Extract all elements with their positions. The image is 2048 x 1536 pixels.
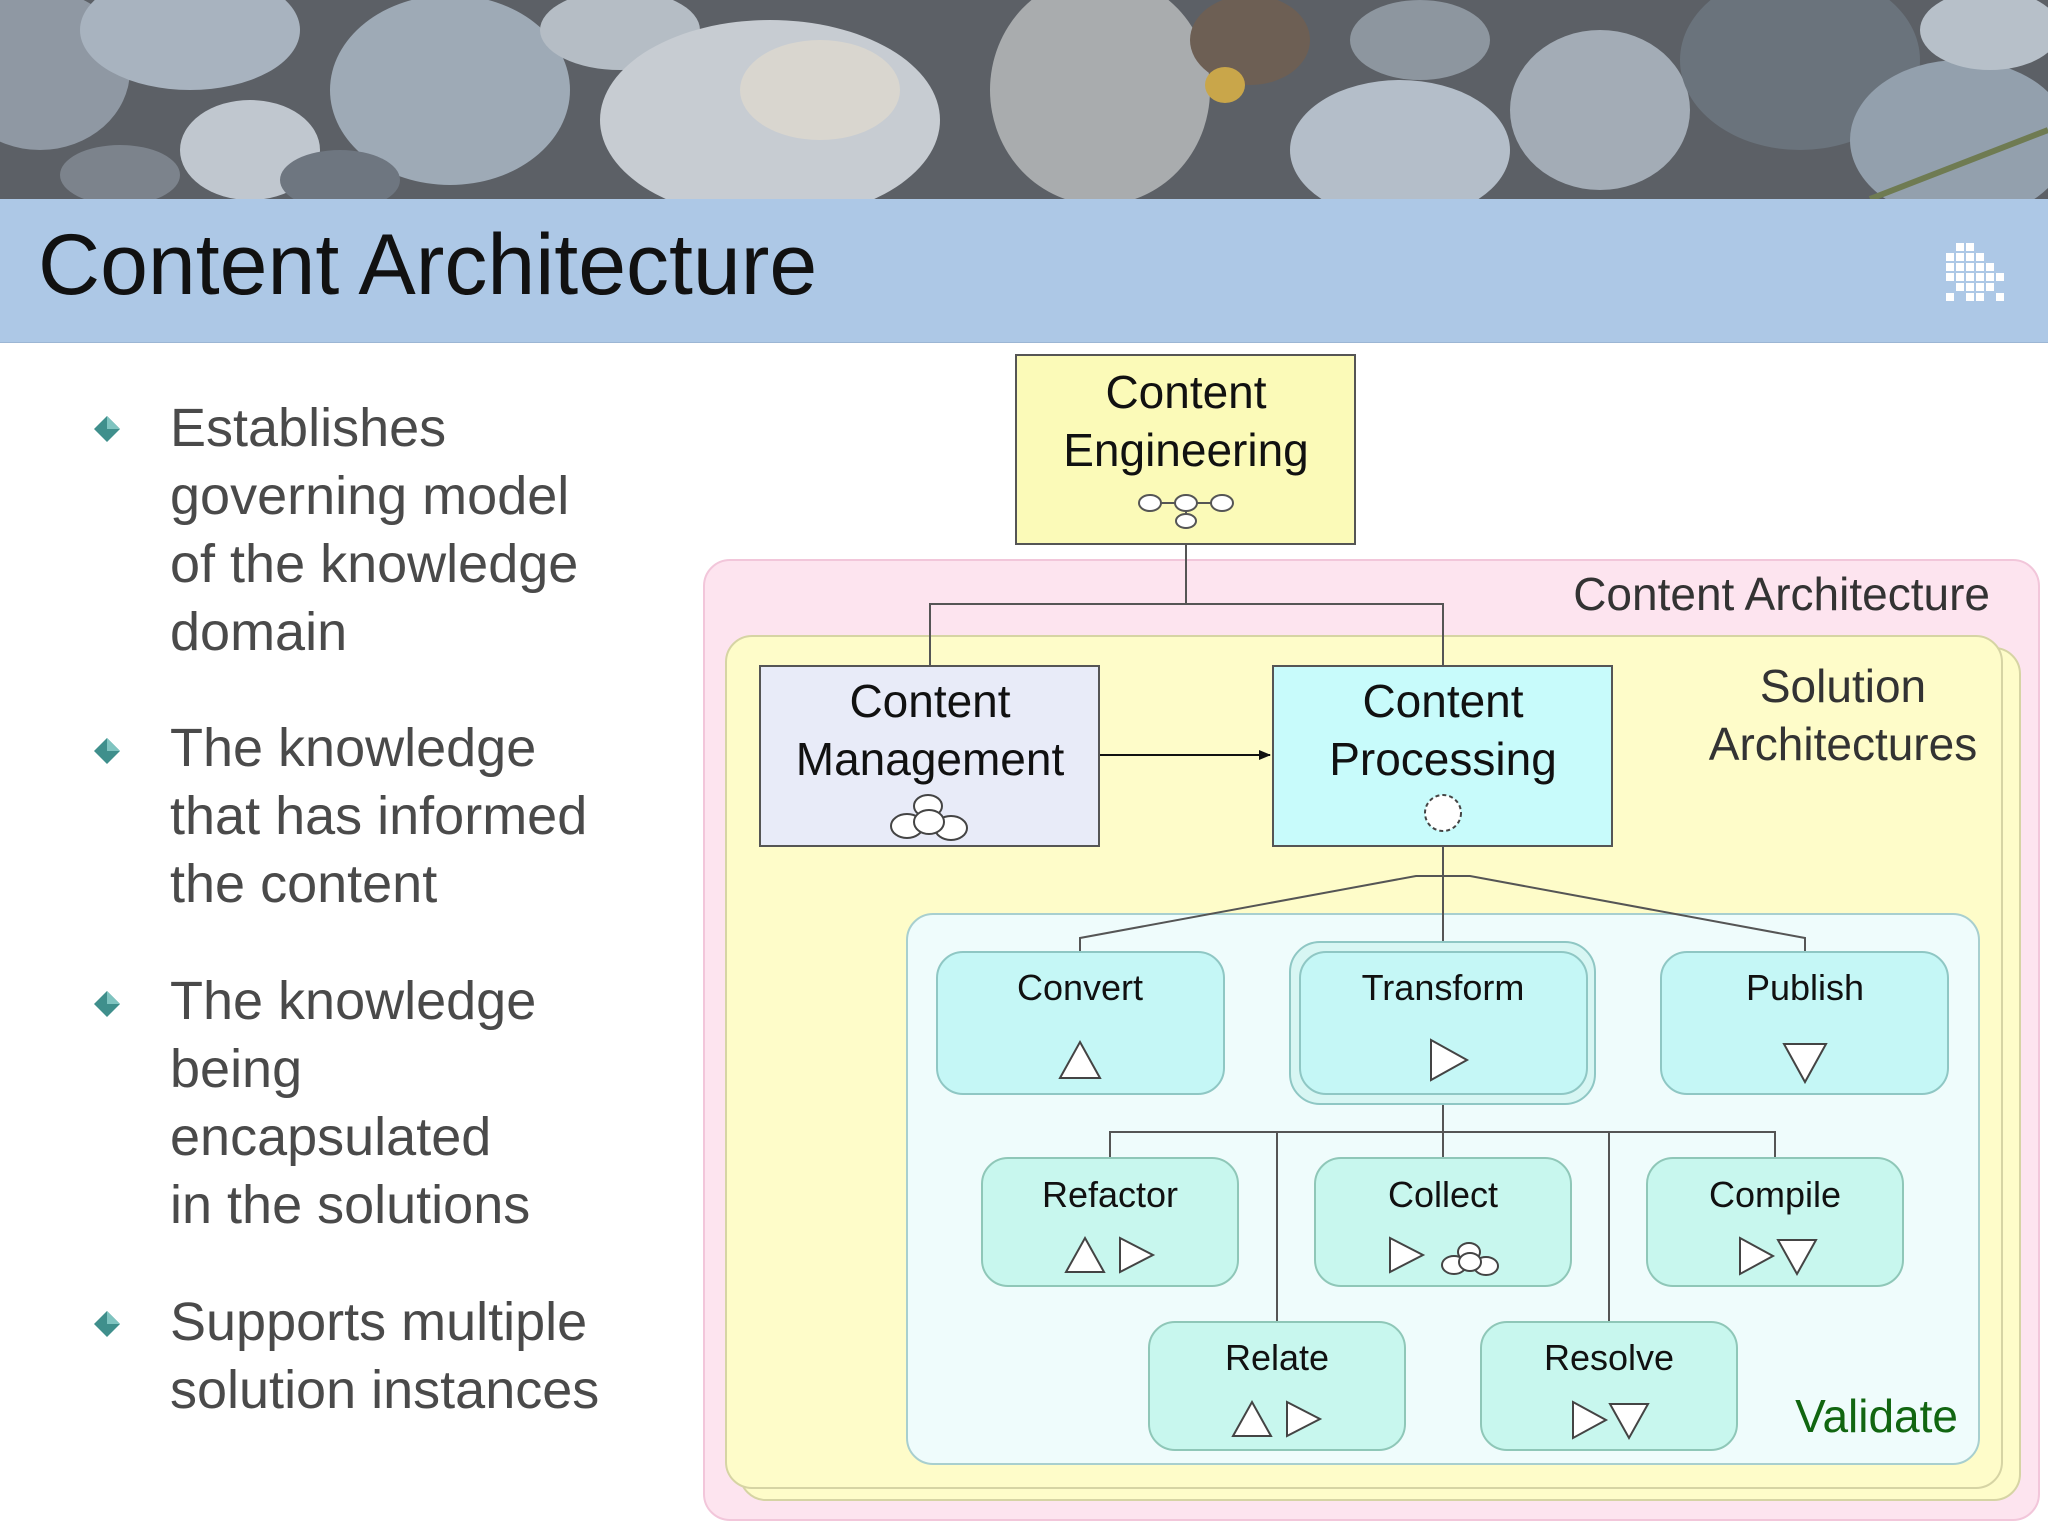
triangle-right-icon xyxy=(1119,1236,1156,1274)
solution-architectures-label: Architectures xyxy=(1709,718,1977,770)
bullet-line: being xyxy=(170,1039,303,1099)
solution-architectures-label: Solution xyxy=(1760,660,1926,712)
bullet-line: Supports multiple xyxy=(170,1292,588,1352)
resolve-box xyxy=(1480,1321,1738,1451)
triangle-down-icon xyxy=(1782,1043,1828,1085)
triangle-right-icon xyxy=(1286,1400,1323,1438)
triangle-up-icon xyxy=(1064,1235,1106,1273)
logo-icon xyxy=(1946,243,2004,301)
bullet-item: The knowledge that has informed the cont… xyxy=(170,714,587,918)
bullet-diamond-icon xyxy=(94,991,120,1017)
content-management-label: Content xyxy=(849,675,1010,727)
collection-icon xyxy=(890,794,968,841)
triangle-up-icon xyxy=(1231,1399,1273,1437)
slide-title: Content Architecture xyxy=(38,217,818,313)
header-rocks-photo xyxy=(0,0,2048,199)
transform-label: Transform xyxy=(1362,967,1525,1008)
collect-box xyxy=(1314,1157,1572,1287)
content-engineering-label: Engineering xyxy=(1063,424,1309,476)
refactor-box xyxy=(981,1157,1239,1287)
bullet-item: Supports multiple solution instances xyxy=(170,1288,599,1424)
triangle-right-icon xyxy=(1572,1400,1609,1440)
bullet-line: the content xyxy=(170,854,438,914)
resolve-label: Resolve xyxy=(1544,1337,1674,1378)
triangle-down-icon xyxy=(1608,1403,1650,1441)
triangle-right-icon xyxy=(1430,1038,1470,1082)
triangle-right-icon xyxy=(1389,1236,1426,1274)
bullet-diamond-icon xyxy=(94,416,120,442)
bullet-item: Establishes governing model of the knowl… xyxy=(170,394,578,666)
bullet-line: domain xyxy=(170,602,348,662)
content-architecture-label: Content Architecture xyxy=(1573,568,1990,620)
connector xyxy=(1079,875,1806,952)
transform-box xyxy=(1299,951,1588,1095)
bullet-line: The knowledge xyxy=(170,718,537,778)
content-engineering-label: Content xyxy=(1105,366,1266,418)
convert-box xyxy=(936,951,1225,1095)
bullet-line: governing model xyxy=(170,466,570,526)
bullet-line: that has informed xyxy=(170,786,588,846)
bullet-line: solution instances xyxy=(170,1360,600,1420)
validate-label: Validate xyxy=(1795,1390,1958,1442)
publish-label: Publish xyxy=(1746,967,1864,1008)
gear-icon xyxy=(1424,794,1462,832)
bullet-item: The knowledge being encapsulated in the … xyxy=(170,967,536,1239)
bullet-line: The knowledge xyxy=(170,971,537,1031)
relate-box xyxy=(1148,1321,1406,1451)
compile-label: Compile xyxy=(1709,1174,1841,1215)
bullet-diamond-icon xyxy=(94,738,120,764)
triangle-up-icon xyxy=(1058,1039,1102,1079)
connector xyxy=(929,603,1444,666)
title-bar xyxy=(0,199,2048,343)
bullet-line: in the solutions xyxy=(170,1175,531,1235)
triangle-right-icon xyxy=(1739,1236,1776,1276)
connector xyxy=(1109,1131,1776,1158)
collection-icon xyxy=(1441,1242,1499,1276)
content-processing-label: Processing xyxy=(1329,733,1557,785)
network-icon xyxy=(1138,494,1234,529)
convert-label: Convert xyxy=(1017,967,1143,1008)
collect-label: Collect xyxy=(1388,1174,1498,1215)
bullet-line: Establishes xyxy=(170,398,447,458)
bullet-line: of the knowledge xyxy=(170,534,579,594)
compile-box xyxy=(1646,1157,1904,1287)
relate-label: Relate xyxy=(1225,1337,1329,1378)
triangle-down-icon xyxy=(1776,1239,1818,1277)
publish-box xyxy=(1660,951,1949,1095)
refactor-label: Refactor xyxy=(1042,1174,1178,1215)
bullet-diamond-icon xyxy=(94,1311,120,1337)
bullet-line: encapsulated xyxy=(170,1107,492,1167)
content-management-label: Management xyxy=(796,733,1065,785)
content-processing-label: Content xyxy=(1362,675,1523,727)
